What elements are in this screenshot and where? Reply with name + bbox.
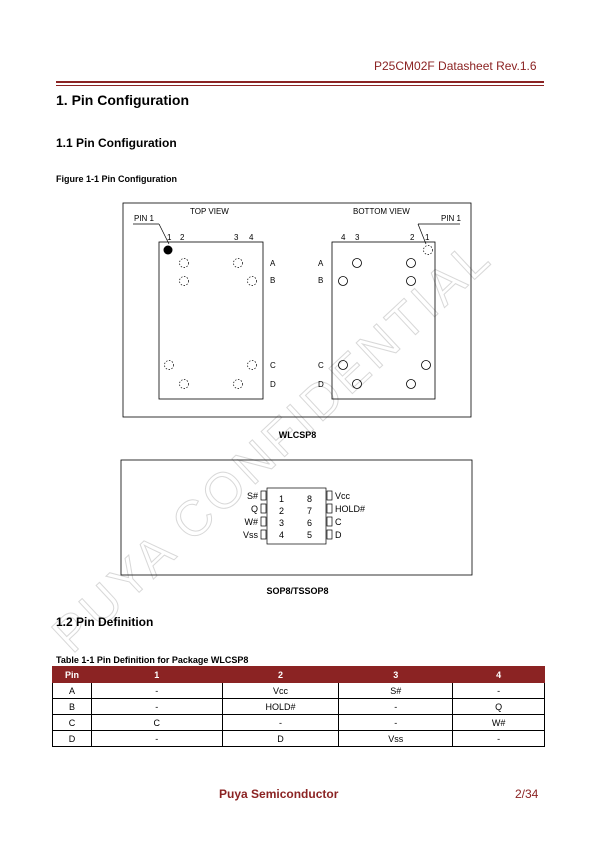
bottom-col-4: 4 — [341, 233, 346, 242]
sop-pin-vss: Vss — [243, 530, 259, 540]
table-cell: Vss — [338, 730, 454, 747]
bottom-col-1: 1 — [425, 233, 430, 242]
row-label-b-right: B — [318, 276, 323, 285]
table-header-row: Pin 1 2 3 4 — [52, 666, 545, 683]
table-cell: - — [221, 714, 340, 731]
wlcsp8-diagram: TOP VIEW PIN 1 1 2 3 4 A B C D BOTTOM VI… — [122, 202, 472, 418]
top-col-2: 2 — [180, 233, 185, 242]
sop8-caption: SOP8/TSSOP8 — [266, 586, 329, 596]
figure-caption: Figure 1-1 Pin Configuration — [56, 174, 177, 184]
bottom-view-column-numbers: 4 3 2 1 — [341, 233, 430, 242]
table-header-cell: 2 — [221, 666, 340, 683]
sop-num-5: 5 — [307, 530, 312, 540]
sop-num-3: 3 — [279, 518, 284, 528]
sop-pin-q: Q — [251, 504, 258, 514]
row-label-d: D — [270, 380, 276, 389]
table-header-cell: 3 — [338, 666, 454, 683]
table-cell: C — [52, 714, 92, 731]
sop-num-1: 1 — [279, 494, 284, 504]
sop-num-4: 4 — [279, 530, 284, 540]
sop-num-2: 2 — [279, 506, 284, 516]
bottom-view-package — [331, 241, 436, 400]
sop-pin-vcc: Vcc — [335, 491, 351, 501]
table-row: C C - - W# — [52, 714, 545, 731]
top-col-4: 4 — [249, 233, 254, 242]
row-label-d-right: D — [318, 380, 324, 389]
sop-num-6: 6 — [307, 518, 312, 528]
pin1-label-top: PIN 1 — [134, 214, 155, 223]
footer-company: Puya Semiconductor — [219, 787, 339, 801]
header-rule-thin — [56, 85, 544, 86]
sop-pin-c: C — [335, 517, 342, 527]
row-label-b: B — [270, 276, 275, 285]
table-header-cell: Pin — [52, 666, 92, 683]
table-cell: HOLD# — [221, 698, 340, 715]
sop8-diagram: S# Q W# Vss Vcc HOLD# C D 1 2 3 4 8 7 6 … — [120, 459, 473, 576]
top-view-row-labels: A B C D — [270, 259, 276, 389]
wlcsp8-caption: WLCSP8 — [278, 430, 317, 440]
table-cell: S# — [338, 682, 454, 699]
sop-pin-hold: HOLD# — [335, 504, 365, 514]
table-cell: - — [90, 730, 223, 747]
row-label-a-right: A — [318, 259, 324, 268]
header-rule — [56, 81, 544, 83]
top-view-balls — [164, 258, 257, 389]
footer-page-number: 2/34 — [515, 787, 539, 801]
sop8-body — [266, 487, 327, 545]
table-cell: D — [221, 730, 340, 747]
table-cell: - — [90, 682, 223, 699]
section-title: 1. Pin Configuration — [56, 92, 189, 108]
sop8-pin-numbers: 1 2 3 4 8 7 6 5 — [279, 494, 312, 540]
table-header-cell: 1 — [90, 666, 223, 683]
table-cell: C — [90, 714, 223, 731]
sop-num-8: 8 — [307, 494, 312, 504]
sop8-leads — [260, 490, 333, 540]
table-cell: A — [52, 682, 92, 699]
table-row: A - Vcc S# - — [52, 682, 545, 699]
pin1-label-bottom: PIN 1 — [441, 214, 462, 223]
pin-definition-table: Pin 1 2 3 4 A - Vcc S# - B - HOLD# - Q C… — [52, 666, 545, 747]
table-cell: - — [338, 714, 454, 731]
table-cell: Q — [452, 698, 545, 715]
table-cell: - — [90, 698, 223, 715]
row-label-a: A — [270, 259, 276, 268]
sop-pin-w: W# — [245, 517, 259, 527]
bottom-col-2: 2 — [410, 233, 415, 242]
top-view-package — [158, 241, 264, 400]
table-cell: - — [338, 698, 454, 715]
row-label-c-right: C — [318, 361, 324, 370]
table-cell: - — [452, 682, 545, 699]
bottom-col-3: 3 — [355, 233, 360, 242]
sop-num-7: 7 — [307, 506, 312, 516]
bottom-view-balls — [338, 258, 431, 389]
table-cell: B — [52, 698, 92, 715]
subsection-title-pin-configuration: 1.1 Pin Configuration — [56, 136, 177, 150]
bottom-view-row-labels: A B C D — [318, 259, 324, 389]
row-label-c: C — [270, 361, 276, 370]
table-cell: - — [452, 730, 545, 747]
top-col-1: 1 — [167, 233, 172, 242]
top-view-label: TOP VIEW — [190, 207, 229, 216]
sop-pin-d: D — [335, 530, 342, 540]
table-cell: D — [52, 730, 92, 747]
table-row: D - D Vss - — [52, 730, 545, 747]
table-cell: W# — [452, 714, 545, 731]
sop8-right-pin-names: Vcc HOLD# C D — [335, 491, 365, 540]
table-cell: Vcc — [221, 682, 340, 699]
pin1-marker — [163, 245, 173, 255]
subsection-title-pin-definition: 1.2 Pin Definition — [56, 615, 154, 629]
table-caption: Table 1-1 Pin Definition for Package WLC… — [56, 655, 249, 665]
top-view-column-numbers: 1 2 3 4 — [167, 233, 254, 242]
document-header-title: P25CM02F Datasheet Rev.1.6 — [374, 59, 537, 73]
sop-pin-s: S# — [247, 491, 258, 501]
sop8-left-pin-names: S# Q W# Vss — [243, 491, 259, 540]
top-col-3: 3 — [234, 233, 239, 242]
bottom-view-label: BOTTOM VIEW — [353, 207, 410, 216]
table-row: B - HOLD# - Q — [52, 698, 545, 715]
table-header-cell: 4 — [452, 666, 545, 683]
